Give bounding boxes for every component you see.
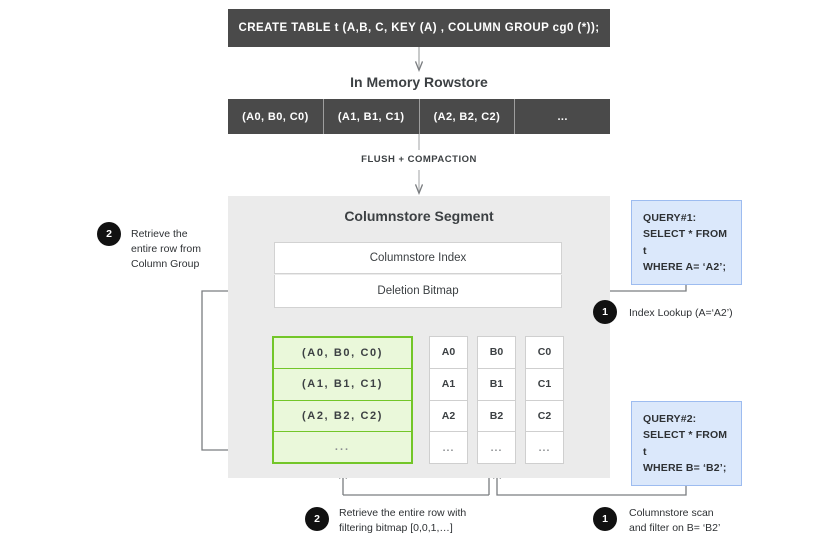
note-line1: Retrieve the [131,228,188,240]
column-cell: B2 [478,401,515,433]
column-stack-c: C0 C1 C2 ... [525,336,564,464]
column-group-row: (A0, B0, C0) [274,338,411,370]
rowstore-cell: (A1, B1, C1) [324,99,420,134]
step-note-2-column-group: Retrieve the entire row from Column Grou… [131,227,227,272]
column-cell: C2 [526,401,563,433]
deletion-bitmap-box: Deletion Bitmap [274,275,562,308]
note-line1: Retrieve the entire row with [339,507,467,519]
step-note-1-columnstore-scan: Columnstore scan and filter on B= ‘B2’ [629,506,779,536]
column-group-row: (A2, B2, C2) [274,401,411,432]
column-group-row: (A1, B1, C1) [274,369,411,401]
column-stack-b: B0 B1 B2 ... [477,336,516,464]
note-line2: filtering bitmap [0,0,1,…] [339,521,453,534]
column-cell: A2 [430,401,467,433]
step-note-1-index-lookup: Index Lookup (A=‘A2’) [629,307,733,319]
query2-line3: WHERE B= ‘B2’; [643,461,727,474]
column-group-row: ... [334,440,351,453]
note-line2: and filter on B= ‘B2’ [629,521,721,534]
column-cell: C0 [526,337,563,369]
query1-line1: QUERY#1: [643,212,697,224]
ddl-statement-bar: CREATE TABLE t (A,B, C, KEY (A) , COLUMN… [228,9,610,47]
rowstore-row: (A0, B0, C0) (A1, B1, C1) (A2, B2, C2) .… [228,99,610,134]
column-stack-a: A0 A1 A2 ... [429,336,468,464]
query2-line2: SELECT * FROM t [643,429,728,458]
column-cell: C1 [526,369,563,401]
query2-line1: QUERY#2: [643,413,697,425]
rowstore-cell: ... [557,110,568,123]
note-line3: Column Group [131,257,200,270]
query1-box: QUERY#1: SELECT * FROM t WHERE A= ‘A2’; [631,200,742,286]
ddl-statement-text: CREATE TABLE t (A,B, C, KEY (A) , COLUMN… [238,22,600,34]
column-cell: B1 [478,369,515,401]
columnstore-segment-title: Columnstore Segment [344,208,494,224]
step-badge-2-filtering-bitmap: 2 [305,507,329,531]
column-cell: A1 [430,369,467,401]
column-cell: A0 [430,337,467,369]
column-group-box: (A0, B0, C0) (A1, B1, C1) (A2, B2, C2) .… [272,336,413,464]
column-cell: B0 [478,337,515,369]
column-cell: ... [442,441,455,454]
flush-compaction-label: FLUSH + COMPACTION [361,154,477,165]
column-cell: ... [490,441,503,454]
step-badge-2-column-group: 2 [97,222,121,246]
columnstore-index-box: Columnstore Index [274,242,562,274]
step-badge-1-index-lookup: 1 [593,300,617,324]
deletion-bitmap-label: Deletion Bitmap [377,285,459,297]
query1-line2: SELECT * FROM t [643,228,728,257]
query2-box: QUERY#2: SELECT * FROM t WHERE B= ‘B2’; [631,401,742,487]
query1-line3: WHERE A= ‘A2’; [643,260,727,273]
column-cell: ... [538,441,551,454]
rowstore-title: In Memory Rowstore [350,74,488,90]
rowstore-cell: (A2, B2, C2) [420,99,516,134]
rowstore-cell: (A0, B0, C0) [228,99,324,134]
note-line2: entire row from [131,242,202,255]
columnstore-index-label: Columnstore Index [369,252,467,264]
note-line1: Columnstore scan [629,507,714,519]
step-note-2-filtering-bitmap: Retrieve the entire row with filtering b… [339,506,499,536]
step-badge-1-columnstore-scan: 1 [593,507,617,531]
